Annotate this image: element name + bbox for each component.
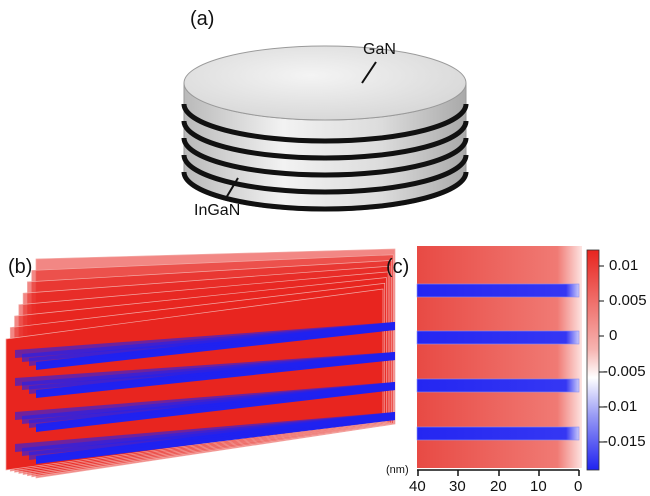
strain-slice-well xyxy=(15,352,395,386)
colorbar-label-neg0.015: -0.015 xyxy=(603,433,646,450)
quantum-well-4 xyxy=(416,426,580,441)
x-tick-label-40: 40 xyxy=(409,478,426,495)
colorbar-gradient xyxy=(586,249,600,471)
colorbar-label-0: 0 xyxy=(609,327,618,344)
colorbar-label-neg0.005: -0.005 xyxy=(603,363,646,380)
quantum-well-3 xyxy=(416,378,580,393)
colorbar-label-neg0.01: -0.01 xyxy=(603,398,638,415)
ingan-stripes xyxy=(181,103,469,212)
quantum-well-2 xyxy=(416,330,580,345)
ingan-stripe-1 xyxy=(181,103,469,144)
x-tick-label-20: 20 xyxy=(490,478,507,495)
ingan-stripe-4 xyxy=(181,154,469,195)
ingan-stripe-2 xyxy=(181,120,469,161)
quantum-well-1 xyxy=(416,283,580,298)
x-axis xyxy=(417,469,580,476)
panel-label-b: (b) xyxy=(8,256,33,278)
colorbar xyxy=(586,249,604,471)
cylinder-top xyxy=(183,45,467,121)
colorbar-label-0.01: 0.01 xyxy=(609,257,639,274)
x-axis-unit: (nm) xyxy=(386,464,409,476)
strain-map xyxy=(416,246,582,476)
cylinder-diagram xyxy=(181,45,469,212)
ingan-label: InGaN xyxy=(194,202,241,219)
ingan-stripe-5 xyxy=(181,171,469,212)
ingan-stripe-3 xyxy=(181,137,469,178)
x-tick-label-0: 0 xyxy=(574,478,583,495)
colorbar-label-0.005: 0.005 xyxy=(609,292,647,309)
strain-map-wells xyxy=(416,283,580,441)
x-tick-label-10: 10 xyxy=(530,478,547,495)
panel-label-a: (a) xyxy=(190,8,215,30)
gan-label: GaN xyxy=(363,41,396,58)
strain-slice-well xyxy=(15,322,395,358)
strain-slice-stack xyxy=(5,248,396,479)
panel-label-c: (c) xyxy=(386,256,410,278)
ingan-pointer xyxy=(225,177,239,199)
strain-slice-well xyxy=(15,382,395,420)
x-tick-label-30: 30 xyxy=(449,478,466,495)
gan-pointer xyxy=(361,61,377,84)
strain-slice-well xyxy=(15,412,395,452)
